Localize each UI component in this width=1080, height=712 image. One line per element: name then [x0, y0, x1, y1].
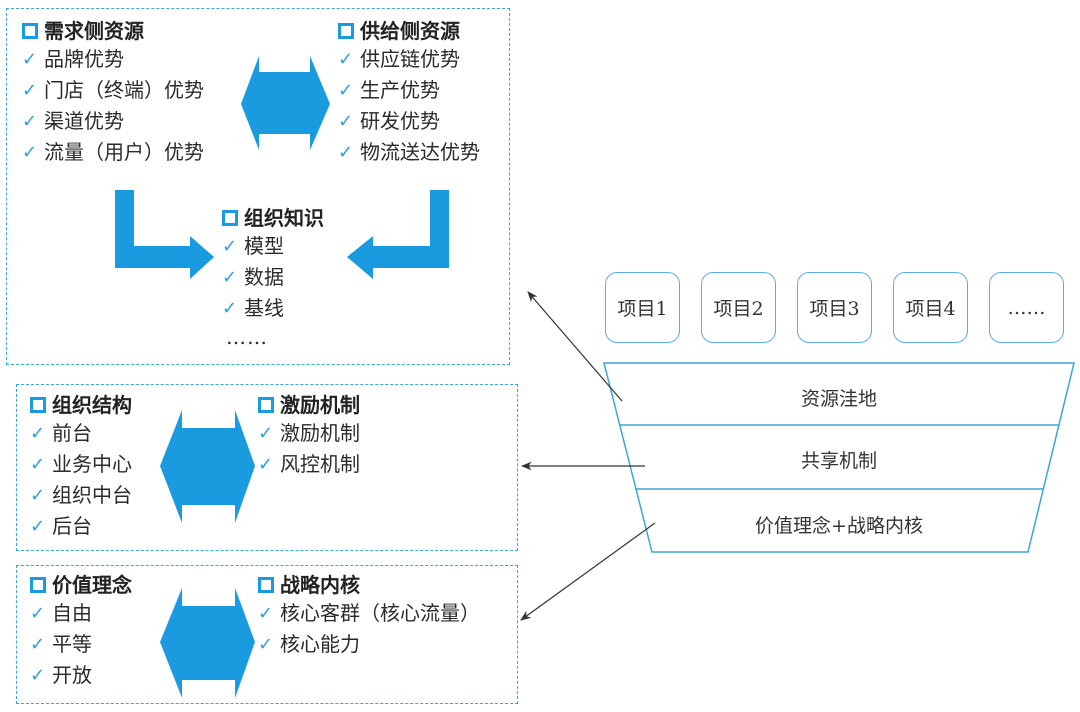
list-item: ✓开放	[30, 660, 132, 691]
project-box-4: 项目4	[893, 272, 968, 343]
org-knowledge-heading: 组织知识	[222, 205, 324, 231]
supply-resources-group: 供给侧资源 ✓供应链优势 ✓生产优势 ✓研发优势 ✓物流送达优势	[338, 18, 480, 168]
org-knowledge-group: 组织知识 ✓模型 ✓数据 ✓基线 ……	[222, 205, 324, 350]
list-item: ✓激励机制	[258, 418, 360, 449]
list-item: ✓前台	[30, 418, 132, 449]
mechanism-panel	[16, 384, 518, 551]
list-item: ✓自由	[30, 598, 132, 629]
check-icon: ✓	[222, 267, 238, 288]
supply-resources-heading: 供给侧资源	[338, 18, 480, 44]
strategy-group: 战略内核 ✓核心客群（核心流量） ✓核心能力	[258, 572, 480, 660]
check-icon: ✓	[258, 634, 274, 655]
square-bullet-icon	[22, 23, 38, 39]
demand-resources-heading: 需求侧资源	[22, 18, 204, 44]
strategy-heading: 战略内核	[258, 572, 480, 598]
project-box-3: 项目3	[797, 272, 872, 343]
list-item: ✓核心客群（核心流量）	[258, 598, 480, 629]
core-panel	[16, 565, 518, 704]
list-item: ✓基线	[222, 293, 324, 324]
check-icon: ✓	[258, 603, 274, 624]
org-structure-group: 组织结构 ✓前台 ✓业务中心 ✓组织中台 ✓后台	[30, 392, 132, 542]
project-box-1: 项目1	[605, 272, 680, 343]
list-item: ✓品牌优势	[22, 44, 204, 75]
check-icon: ✓	[338, 49, 354, 70]
list-item: ✓数据	[222, 262, 324, 293]
incentive-group: 激励机制 ✓激励机制 ✓风控机制	[258, 392, 360, 480]
check-icon: ✓	[222, 236, 238, 257]
list-item: ✓门店（终端）优势	[22, 75, 204, 106]
incentive-heading: 激励机制	[258, 392, 360, 418]
values-group: 价值理念 ✓自由 ✓平等 ✓开放	[30, 572, 132, 691]
list-item: ✓供应链优势	[338, 44, 480, 75]
square-bullet-icon	[338, 23, 354, 39]
check-icon: ✓	[258, 454, 274, 475]
layer-resource-depression: 资源洼地	[800, 388, 877, 410]
check-icon: ✓	[30, 516, 46, 537]
resources-panel	[6, 8, 510, 365]
square-bullet-icon	[30, 397, 46, 413]
check-icon: ✓	[338, 80, 354, 101]
list-item: ✓业务中心	[30, 449, 132, 480]
check-icon: ✓	[222, 298, 238, 319]
list-item: ✓后台	[30, 511, 132, 542]
square-bullet-icon	[258, 577, 274, 593]
check-icon: ✓	[30, 485, 46, 506]
ellipsis-text: ……	[226, 325, 268, 349]
list-item: ✓流量（用户）优势	[22, 137, 204, 168]
values-heading: 价值理念	[30, 572, 132, 598]
list-item: ✓组织中台	[30, 480, 132, 511]
org-structure-heading: 组织结构	[30, 392, 132, 418]
project-box-2: 项目2	[701, 272, 776, 343]
square-bullet-icon	[258, 397, 274, 413]
check-icon: ✓	[30, 423, 46, 444]
check-icon: ✓	[30, 665, 46, 686]
check-icon: ✓	[30, 634, 46, 655]
check-icon: ✓	[22, 111, 38, 132]
connector-arrow-core	[520, 522, 656, 621]
check-icon: ✓	[338, 142, 354, 163]
list-item: ✓风控机制	[258, 449, 360, 480]
check-icon: ✓	[22, 142, 38, 163]
list-item: ✓平等	[30, 629, 132, 660]
project-box-more: ……	[989, 272, 1064, 343]
list-item: ✓研发优势	[338, 106, 480, 137]
list-item: ✓生产优势	[338, 75, 480, 106]
layer-sharing-mechanism: 共享机制	[800, 450, 877, 472]
check-icon: ✓	[338, 111, 354, 132]
check-icon: ✓	[30, 603, 46, 624]
square-bullet-icon	[222, 210, 238, 226]
layer-values-strategy: 价值理念+战略内核	[755, 515, 923, 537]
list-item: ✓物流送达优势	[338, 137, 480, 168]
list-item: ✓核心能力	[258, 629, 480, 660]
square-bullet-icon	[30, 577, 46, 593]
list-item: ✓模型	[222, 231, 324, 262]
check-icon: ✓	[22, 80, 38, 101]
check-icon: ✓	[22, 49, 38, 70]
demand-resources-group: 需求侧资源 ✓品牌优势 ✓门店（终端）优势 ✓渠道优势 ✓流量（用户）优势	[22, 18, 204, 168]
list-item: ✓渠道优势	[22, 106, 204, 137]
check-icon: ✓	[30, 454, 46, 475]
check-icon: ✓	[258, 423, 274, 444]
